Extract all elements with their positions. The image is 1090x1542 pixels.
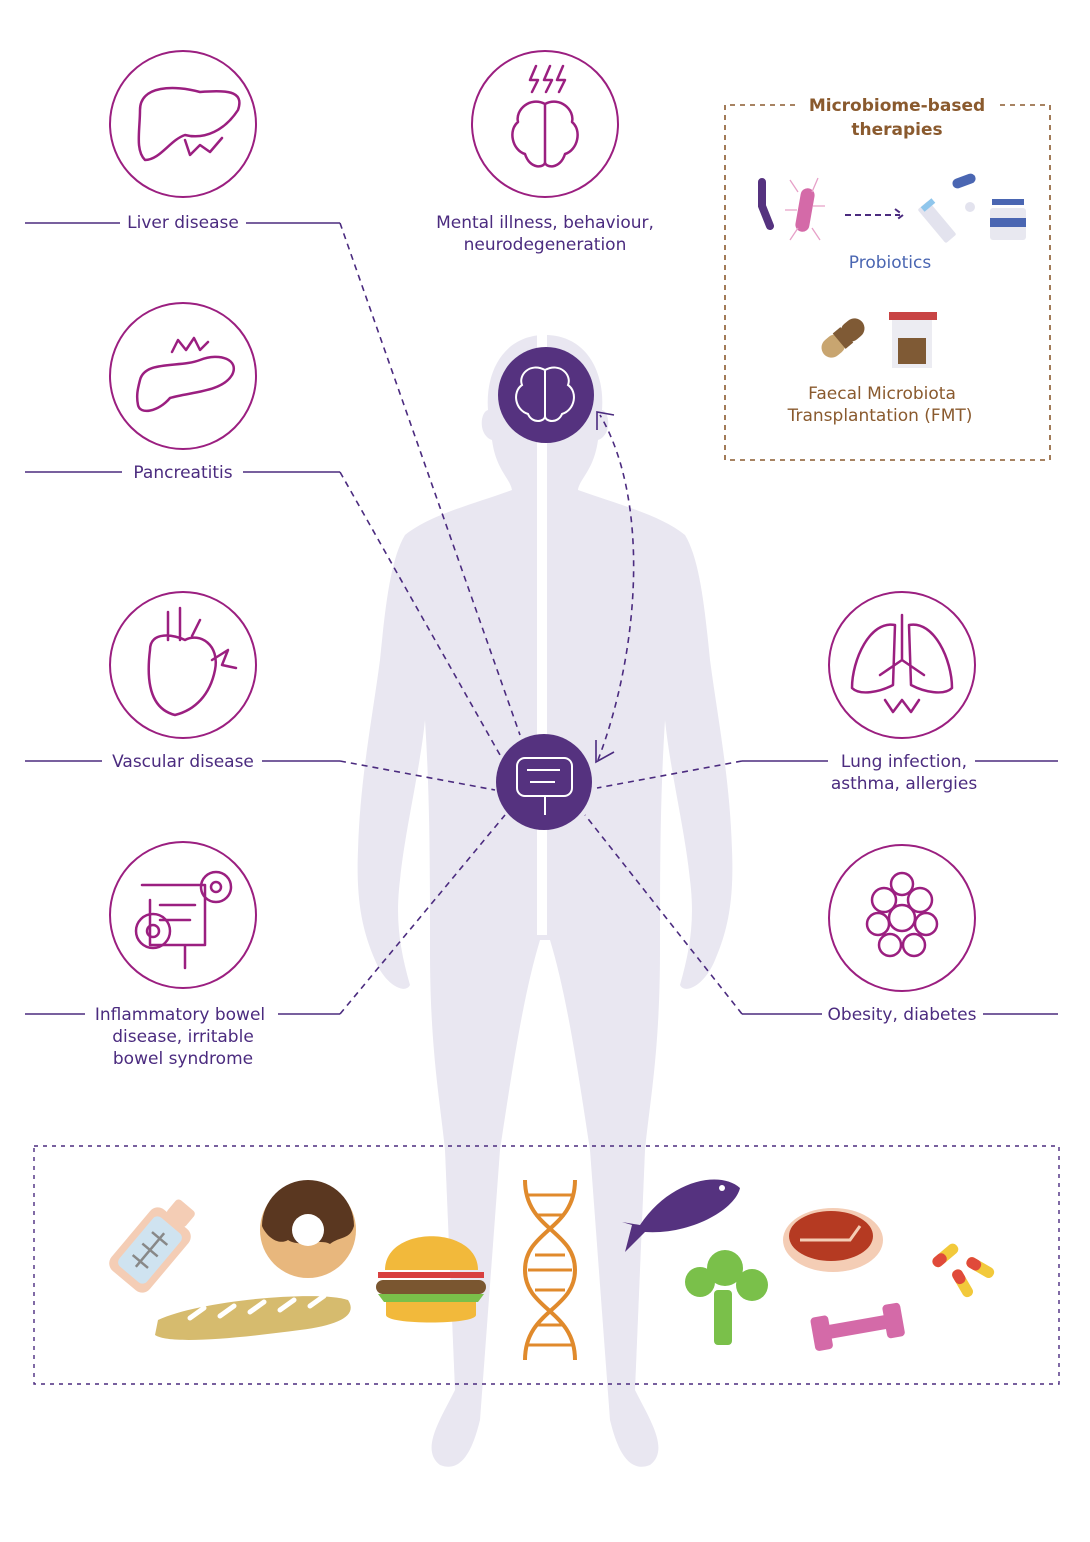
bacteria-icon	[758, 177, 825, 241]
liver-node	[109, 50, 257, 198]
gut-hub	[496, 734, 592, 830]
brain-icon	[515, 366, 575, 422]
fmt-capsule-icon	[821, 318, 865, 358]
body-midline	[537, 335, 547, 935]
arrowhead-to-gut	[595, 740, 615, 764]
label-lung-1: Lung infection,	[841, 752, 967, 772]
label-lung-2: asthma, allergies	[831, 774, 977, 794]
label-fmt-1: Faecal Microbiota	[808, 384, 956, 404]
lungs-icon	[850, 613, 954, 714]
jar-icon	[990, 199, 1026, 240]
pills-icon	[932, 1243, 995, 1298]
label-probiotics: Probiotics	[849, 253, 932, 273]
burger-icon	[376, 1236, 486, 1323]
intestine-icon	[516, 757, 573, 815]
label-ibd-1: Inflammatory bowel	[95, 1005, 265, 1025]
broccoli-icon	[685, 1250, 768, 1345]
lung-node	[828, 591, 976, 739]
stool-container-icon	[889, 312, 937, 368]
therapies-title-2: therapies	[851, 120, 942, 140]
label-mental-illness-2: neurodegeneration	[464, 235, 627, 255]
dumbbell-icon	[810, 1302, 905, 1351]
label-fmt-2: Transplantation (FMT)	[787, 406, 973, 426]
steak-icon	[783, 1208, 883, 1272]
pancreas-icon	[135, 336, 235, 413]
pancreas-node	[109, 302, 257, 450]
mental-node	[471, 50, 619, 198]
arrowhead-to-brain	[596, 411, 615, 430]
label-liver-disease: Liver disease	[127, 213, 239, 233]
label-ibd-3: bowel syndrome	[113, 1049, 253, 1069]
brain-hub	[498, 347, 594, 443]
obesity-node	[828, 844, 976, 992]
pill-icon	[965, 202, 975, 212]
probiotic-tube-icon	[918, 198, 956, 243]
label-obesity-diabetes: Obesity, diabetes	[828, 1005, 977, 1025]
ibd-node	[109, 841, 257, 989]
lifestyle-factors-panel	[33, 1145, 1060, 1385]
capsule-icon	[952, 173, 976, 189]
baby-bottle-icon	[109, 1199, 195, 1293]
lightning-icon	[528, 64, 567, 94]
vascular-node	[109, 591, 257, 739]
label-pancreatitis: Pancreatitis	[133, 463, 232, 483]
dna-icon	[522, 1179, 578, 1361]
baguette-icon	[155, 1293, 351, 1340]
adipose-icon	[865, 871, 939, 958]
label-vascular-disease: Vascular disease	[112, 752, 254, 772]
therapies-panel: Microbiome-based therapies Probiotics Fa…	[724, 96, 1051, 461]
connection-lines	[25, 222, 1058, 1015]
brain-icon	[511, 100, 579, 168]
arrow-icon	[845, 208, 905, 222]
therapies-title-1: Microbiome-based	[809, 96, 985, 116]
liver-icon	[137, 86, 241, 162]
intestine-icon	[140, 883, 207, 970]
fish-icon	[622, 1179, 740, 1252]
label-ibd-2: disease, irritable	[112, 1027, 254, 1047]
heart-icon	[147, 606, 238, 717]
label-mental-illness-1: Mental illness, behaviour,	[436, 213, 654, 233]
donut-icon	[260, 1180, 356, 1278]
